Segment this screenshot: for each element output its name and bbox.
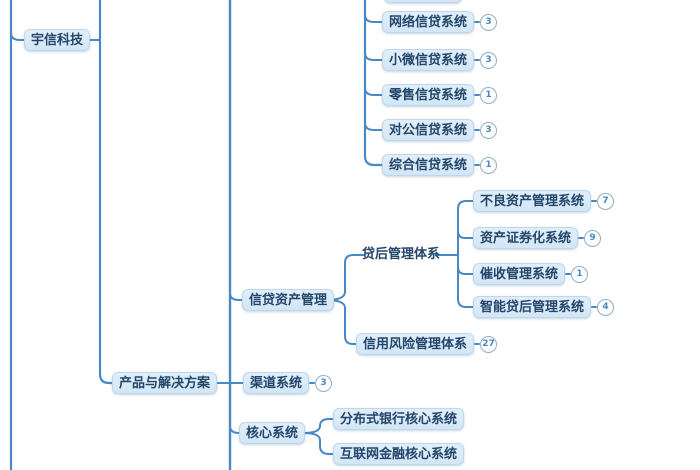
badge-connector: [474, 59, 481, 61]
topic-box[interactable]: 分布式银行核心系统: [333, 408, 465, 430]
node-yusys-technology: 宇信科技: [24, 29, 91, 51]
topic-count-badge[interactable]: 7: [597, 192, 615, 210]
topic-box[interactable]: [384, 0, 462, 3]
badge-connector: [474, 94, 481, 96]
topic-box[interactable]: 对公信贷系统: [382, 119, 475, 141]
badge-connector: [474, 164, 481, 166]
topic-box[interactable]: 产品与解决方案: [112, 372, 218, 394]
node-products-and-solutions: 产品与解决方案: [112, 372, 218, 394]
topic-count-badge[interactable]: 1: [480, 86, 498, 104]
topic-count-badge[interactable]: 1: [571, 265, 589, 283]
topic-box[interactable]: 综合信贷系统: [382, 154, 475, 176]
node-collection-management-system: 催收管理系统 1: [473, 263, 589, 285]
topic-box[interactable]: 核心系统: [239, 422, 306, 444]
topic-box[interactable]: 宇信科技: [24, 29, 91, 51]
badge-connector: [578, 237, 585, 239]
topic-box[interactable]: 信贷资产管理: [242, 289, 335, 311]
node-retail-credit-system: 零售信贷系统 1: [382, 84, 498, 106]
node-network-credit-system: 网络信贷系统 3: [382, 11, 498, 33]
badge-connector: [565, 273, 572, 275]
topic-count-badge[interactable]: 3: [315, 374, 333, 392]
node-asset-securitization-system: 资产证券化系统 9: [473, 227, 602, 249]
node-internet-finance-core-system: 互联网金融核心系统: [333, 443, 465, 465]
badge-connector: [474, 21, 481, 23]
node-post-loan-management-group: 贷后管理体系: [360, 244, 442, 266]
topic-box[interactable]: 催收管理系统: [473, 263, 566, 285]
node-corporate-credit-system: 对公信贷系统 3: [382, 119, 498, 141]
topic-box[interactable]: 智能贷后管理系统: [473, 296, 592, 318]
node-cutoff-top: [384, 0, 462, 3]
badge-connector: [309, 382, 316, 384]
topic-box[interactable]: 网络信贷系统: [382, 11, 475, 33]
topic-count-badge[interactable]: 3: [480, 13, 498, 31]
topic-box[interactable]: 互联网金融核心系统: [333, 443, 465, 465]
node-distributed-banking-core-system: 分布式银行核心系统: [333, 408, 465, 430]
badge-connector: [474, 129, 481, 131]
node-npl-management-system: 不良资产管理系统 7: [473, 190, 615, 212]
topic-box[interactable]: 渠道系统: [243, 372, 310, 394]
topic-box[interactable]: 不良资产管理系统: [473, 190, 592, 212]
node-credit-asset-management: 信贷资产管理: [242, 289, 335, 311]
topic-count-badge[interactable]: 3: [480, 51, 498, 69]
badge-connector: [474, 343, 481, 345]
topic-box[interactable]: 资产证券化系统: [473, 227, 579, 249]
topic-box[interactable]: 小微信贷系统: [382, 49, 475, 71]
node-comprehensive-credit-system: 综合信贷系统 1: [382, 154, 498, 176]
topic-box[interactable]: 贷后管理体系: [362, 247, 441, 262]
topic-count-badge[interactable]: 1: [480, 156, 498, 174]
node-channel-system: 渠道系统 3: [243, 372, 333, 394]
topic-count-badge[interactable]: 9: [584, 229, 602, 247]
node-intelligent-post-loan-system: 智能贷后管理系统 4: [473, 296, 615, 318]
node-core-system: 核心系统: [239, 422, 306, 444]
node-credit-risk-management-group: 信用风险管理体系 27: [356, 333, 498, 355]
topic-box[interactable]: 信用风险管理体系: [356, 333, 475, 355]
badge-connector: [591, 306, 598, 308]
badge-connector: [591, 200, 598, 202]
topic-count-badge[interactable]: 3: [480, 121, 498, 139]
topic-box[interactable]: 零售信贷系统: [382, 84, 475, 106]
topic-count-badge[interactable]: 4: [597, 298, 615, 316]
node-micro-credit-system: 小微信贷系统 3: [382, 49, 498, 71]
topic-count-badge[interactable]: 27: [480, 335, 498, 353]
